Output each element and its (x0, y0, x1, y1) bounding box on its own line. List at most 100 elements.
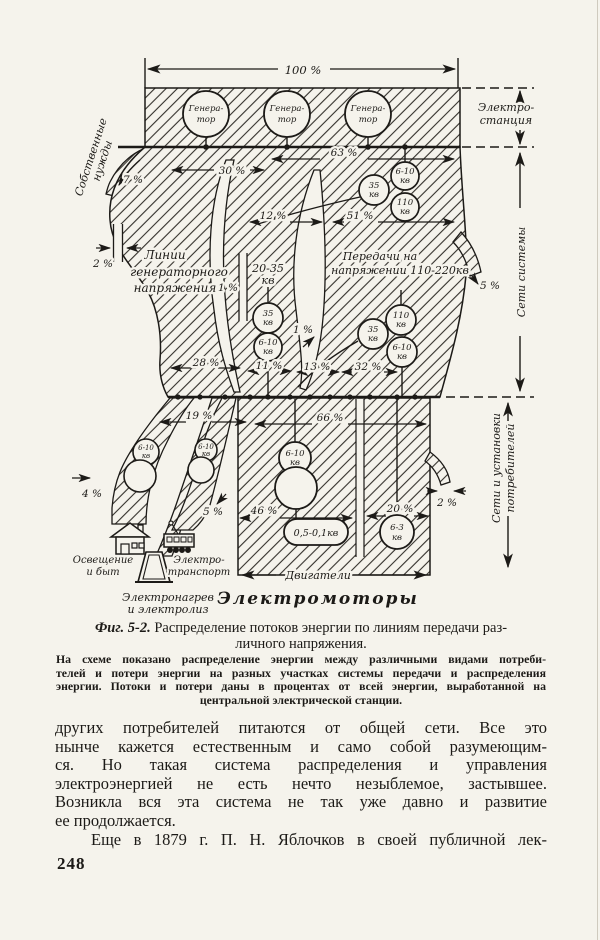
pct-30-label: 30 % (219, 165, 246, 177)
stems (205, 137, 406, 519)
xfmr-kv: кв (397, 352, 407, 362)
pct-1-right-label: 1 % (293, 324, 313, 336)
pct-51-label: 51 % (347, 210, 374, 222)
motor-6-3kv-circle (379, 514, 415, 550)
pct-1-left-label: 1 % (218, 282, 238, 294)
house-icon (108, 522, 152, 555)
gen-lines-label-2: генераторного (130, 265, 228, 279)
xfmr-kv: кв (400, 207, 410, 217)
generator-circle (182, 90, 230, 138)
own-needs-arrow (118, 159, 141, 186)
xfmr-cluster-mid-left (252, 302, 284, 362)
transmission-label-1: Передачи на (342, 250, 417, 263)
consumer-networks-label: Сети и установки потребителей (488, 411, 520, 526)
transmission-label-2: напряжении 110-220кв (331, 264, 469, 277)
bus2-dims (169, 363, 399, 377)
xfmr-6-10kv: 6-10 (392, 343, 412, 353)
xfmr-cluster-station (358, 161, 420, 222)
xfmr-kv: кв (263, 318, 273, 328)
generator-label: Генера- (269, 104, 305, 114)
note-line-2: телей и потери энергии на разных участка… (56, 665, 546, 680)
generator-label: Генера- (350, 104, 386, 114)
voltage-20-35-label: 20-35 кв (249, 260, 287, 290)
gen-lines-label-3: напряжения (134, 281, 217, 295)
pct-63-label: 63 % (331, 147, 358, 159)
consumer-networks-label-2: потребителей (504, 423, 517, 512)
pct-46-label: 46 % (250, 505, 278, 517)
xfmr-110kv: 110 (397, 198, 414, 208)
consumer-labels: Освещение и быт Электро- транспорт Элект… (71, 553, 232, 618)
caption-line-2: личного напряжения. (235, 636, 367, 652)
heating-label-1: Электронагрев (122, 591, 214, 604)
xfmr-kv: кв (400, 176, 410, 186)
consumer-networks-label-1: Сети и установки (490, 413, 503, 523)
pct-12-label: 12 % (260, 210, 287, 222)
pct-32-label: 32 % (355, 361, 382, 373)
generator-label: Генера- (188, 104, 224, 114)
page-number: 248 (57, 854, 86, 873)
xfmr-6-10kv: 6-10 (258, 338, 278, 348)
gen-lines-label-1: Линии (143, 248, 185, 262)
heating-label-2: и электролиз (127, 603, 208, 616)
body-line: нынче кажется естественным и само собой … (55, 736, 547, 756)
generator-circle (344, 90, 392, 138)
motors-dim-label: Двигатели (284, 569, 351, 582)
xfmr-kv: кв (142, 452, 150, 460)
generators: Генера- тор Генера- тор Генера- тор (182, 90, 392, 138)
motors-block-slit (355, 399, 365, 557)
xfmr-110kv: 110 (393, 311, 410, 321)
body-line: Возникла вся эта система не так уже давн… (55, 792, 547, 812)
pct-20-label: 20 % (386, 503, 414, 515)
station-section-label-2: станция (480, 114, 532, 127)
body-line: ся. Но такая система распределения и упр… (55, 755, 547, 775)
xfmr-35kv: 35 (368, 325, 379, 335)
xfmr-kv: кв (368, 334, 378, 344)
xfmr-motor-center (274, 441, 318, 510)
xfmr-35kv: 35 (263, 309, 274, 319)
transport-label-1: Электро- (173, 555, 225, 566)
body-text: других потребителей питаются от общей се… (55, 718, 547, 849)
xfmr-6-10kv: 6-10 (138, 444, 154, 452)
generator-circle (263, 90, 311, 138)
motor-0501kv-pill (283, 518, 349, 546)
motors-title: Электромоторы (217, 589, 419, 609)
loss-curl-2pct (424, 451, 451, 486)
pct-5-bottom-label: 5 % (203, 506, 223, 518)
transmission-label: Передачи на напряжении 110-220кв (329, 248, 472, 280)
crucible-icon (135, 551, 173, 583)
dim-100: 100 % (144, 58, 459, 88)
note-line-1: На схеме показано распределение энергии … (56, 652, 546, 666)
upper-dims (170, 154, 456, 227)
pct-66-label: 66 % (317, 412, 344, 424)
pct-11-label: 11 % (256, 360, 283, 372)
loss-1pct-arrow (302, 336, 315, 348)
note-line-3: энергии. Потоки и потери даны в процента… (56, 679, 546, 694)
tram-icon (163, 520, 195, 553)
system-networks-label: Сети системы (515, 227, 528, 317)
xfmr-fan-left (123, 438, 218, 493)
transport-label-2: транспорт (168, 567, 230, 578)
motor-0501kv-label: 0,5-0,1кв (294, 528, 339, 539)
generator-label: тор (278, 115, 297, 125)
body-line: других потребителей питаются от общей се… (55, 718, 547, 737)
xfmr-kv: кв (369, 190, 379, 200)
xfmr-kv: кв (263, 347, 273, 357)
loss-5pct-arrow (467, 272, 479, 285)
figure-caption: Фиг. 5-2. Распределение потоков энергии … (55, 620, 547, 652)
pct-100-label: 100 % (285, 63, 322, 77)
pct-28-label: 28 % (192, 357, 220, 369)
section-label-station: Электро- станция (475, 99, 537, 130)
figure-5-2-diagram: Электро- станция Сети системы Сети и уст… (71, 58, 537, 618)
xfmr-cluster-mid-right (357, 304, 418, 368)
pct-5-right-label: 5 % (480, 280, 500, 292)
pct-4-label: 4 % (81, 488, 102, 500)
pct-7-label: 7 % (123, 174, 143, 186)
flow-gap-1 (209, 159, 241, 393)
page-scan-edge (597, 0, 598, 940)
xfmr-kv: кв (396, 320, 406, 330)
xfmr-kv: кв (202, 450, 210, 458)
note-line-4: центральной электрической станции. (199, 692, 403, 707)
station-section-label-1: Электро- (478, 101, 535, 114)
lighting-label-2: и быт (86, 567, 119, 578)
